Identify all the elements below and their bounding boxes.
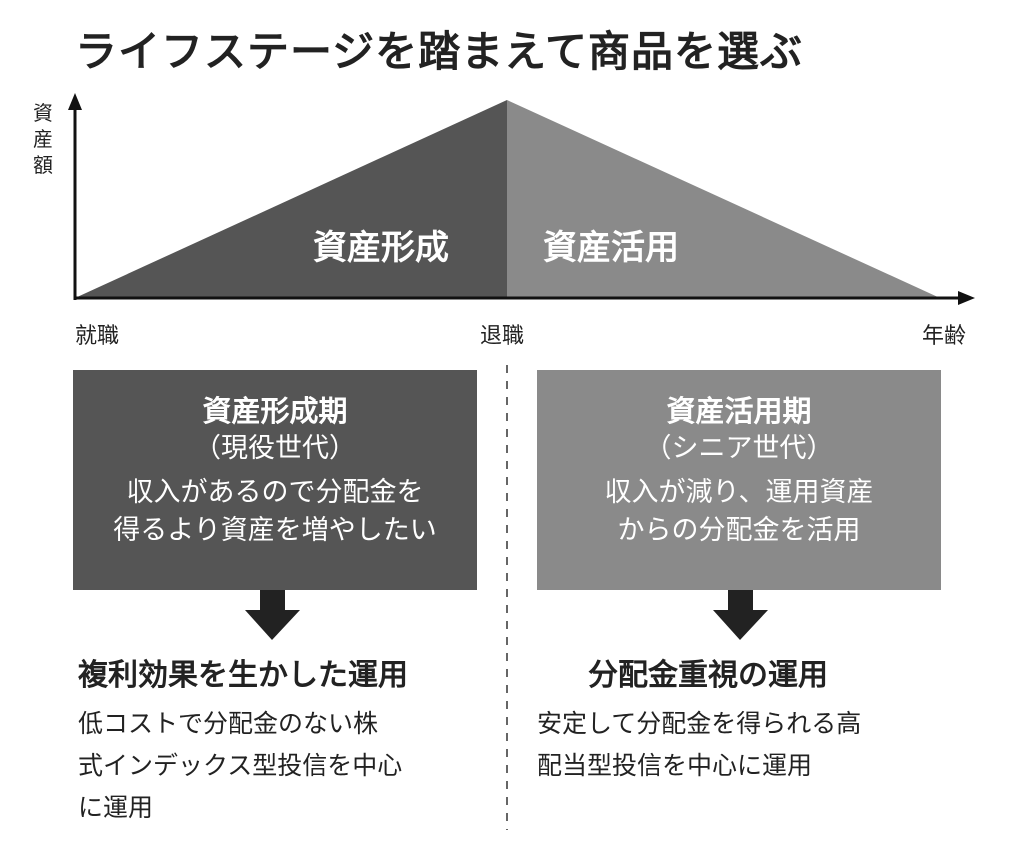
box-text-line: 収入が減り、運用資産 — [604, 477, 874, 508]
body-line: 安定して分配金を得られる高 — [537, 709, 862, 738]
asset-building-area — [75, 100, 507, 298]
x-axis-label: 年齢 — [922, 324, 967, 349]
page-title: ライフステージを踏まえて商品を選ぶ — [75, 27, 804, 76]
box-subtitle: （シニア世代） — [644, 433, 834, 464]
down-arrow-icon — [713, 590, 768, 640]
box-text-line: 得るより資産を増やしたい — [113, 515, 437, 546]
y-axis-label: 資産額 — [33, 101, 53, 177]
area-label-building: 資産形成 — [313, 228, 449, 268]
asset-utilization-area — [507, 100, 940, 298]
strategy-body-utilization: 安定して分配金を得られる高 配当型投信を中心に運用 — [537, 703, 861, 787]
strategy-body-building: 低コストで分配金のない株 式インデックス型投信を中心 に運用 — [78, 703, 402, 829]
strategy-heading-building: 複利効果を生かした運用 — [78, 658, 408, 693]
y-axis-arrow-icon — [68, 93, 82, 110]
body-line: 配当型投信を中心に運用 — [537, 751, 813, 780]
box-title: 資産活用期 — [666, 394, 812, 428]
phase-box-utilization: 資産活用期 （シニア世代） 収入が減り、運用資産 からの分配金を活用 — [537, 370, 941, 590]
x-label-retirement: 退職 — [480, 324, 525, 349]
strategy-heading-utilization: 分配金重視の運用 — [588, 658, 828, 693]
box-text-line: からの分配金を活用 — [617, 515, 861, 546]
phase-box-building: 資産形成期 （現役世代） 収入があるので分配金を 得るより資産を増やしたい — [73, 370, 477, 590]
box-subtitle: （現役世代） — [194, 433, 356, 464]
body-line: 式インデックス型投信を中心 — [78, 751, 403, 780]
area-label-utilization: 資産活用 — [543, 228, 679, 268]
body-line: に運用 — [78, 793, 154, 822]
down-arrow-icon — [245, 590, 300, 640]
body-line: 低コストで分配金のない株 — [78, 709, 379, 738]
x-label-start: 就職 — [75, 324, 120, 349]
x-axis-arrow-icon — [958, 291, 975, 305]
box-text-line: 収入があるので分配金を — [126, 477, 424, 508]
box-title: 資産形成期 — [202, 394, 348, 428]
